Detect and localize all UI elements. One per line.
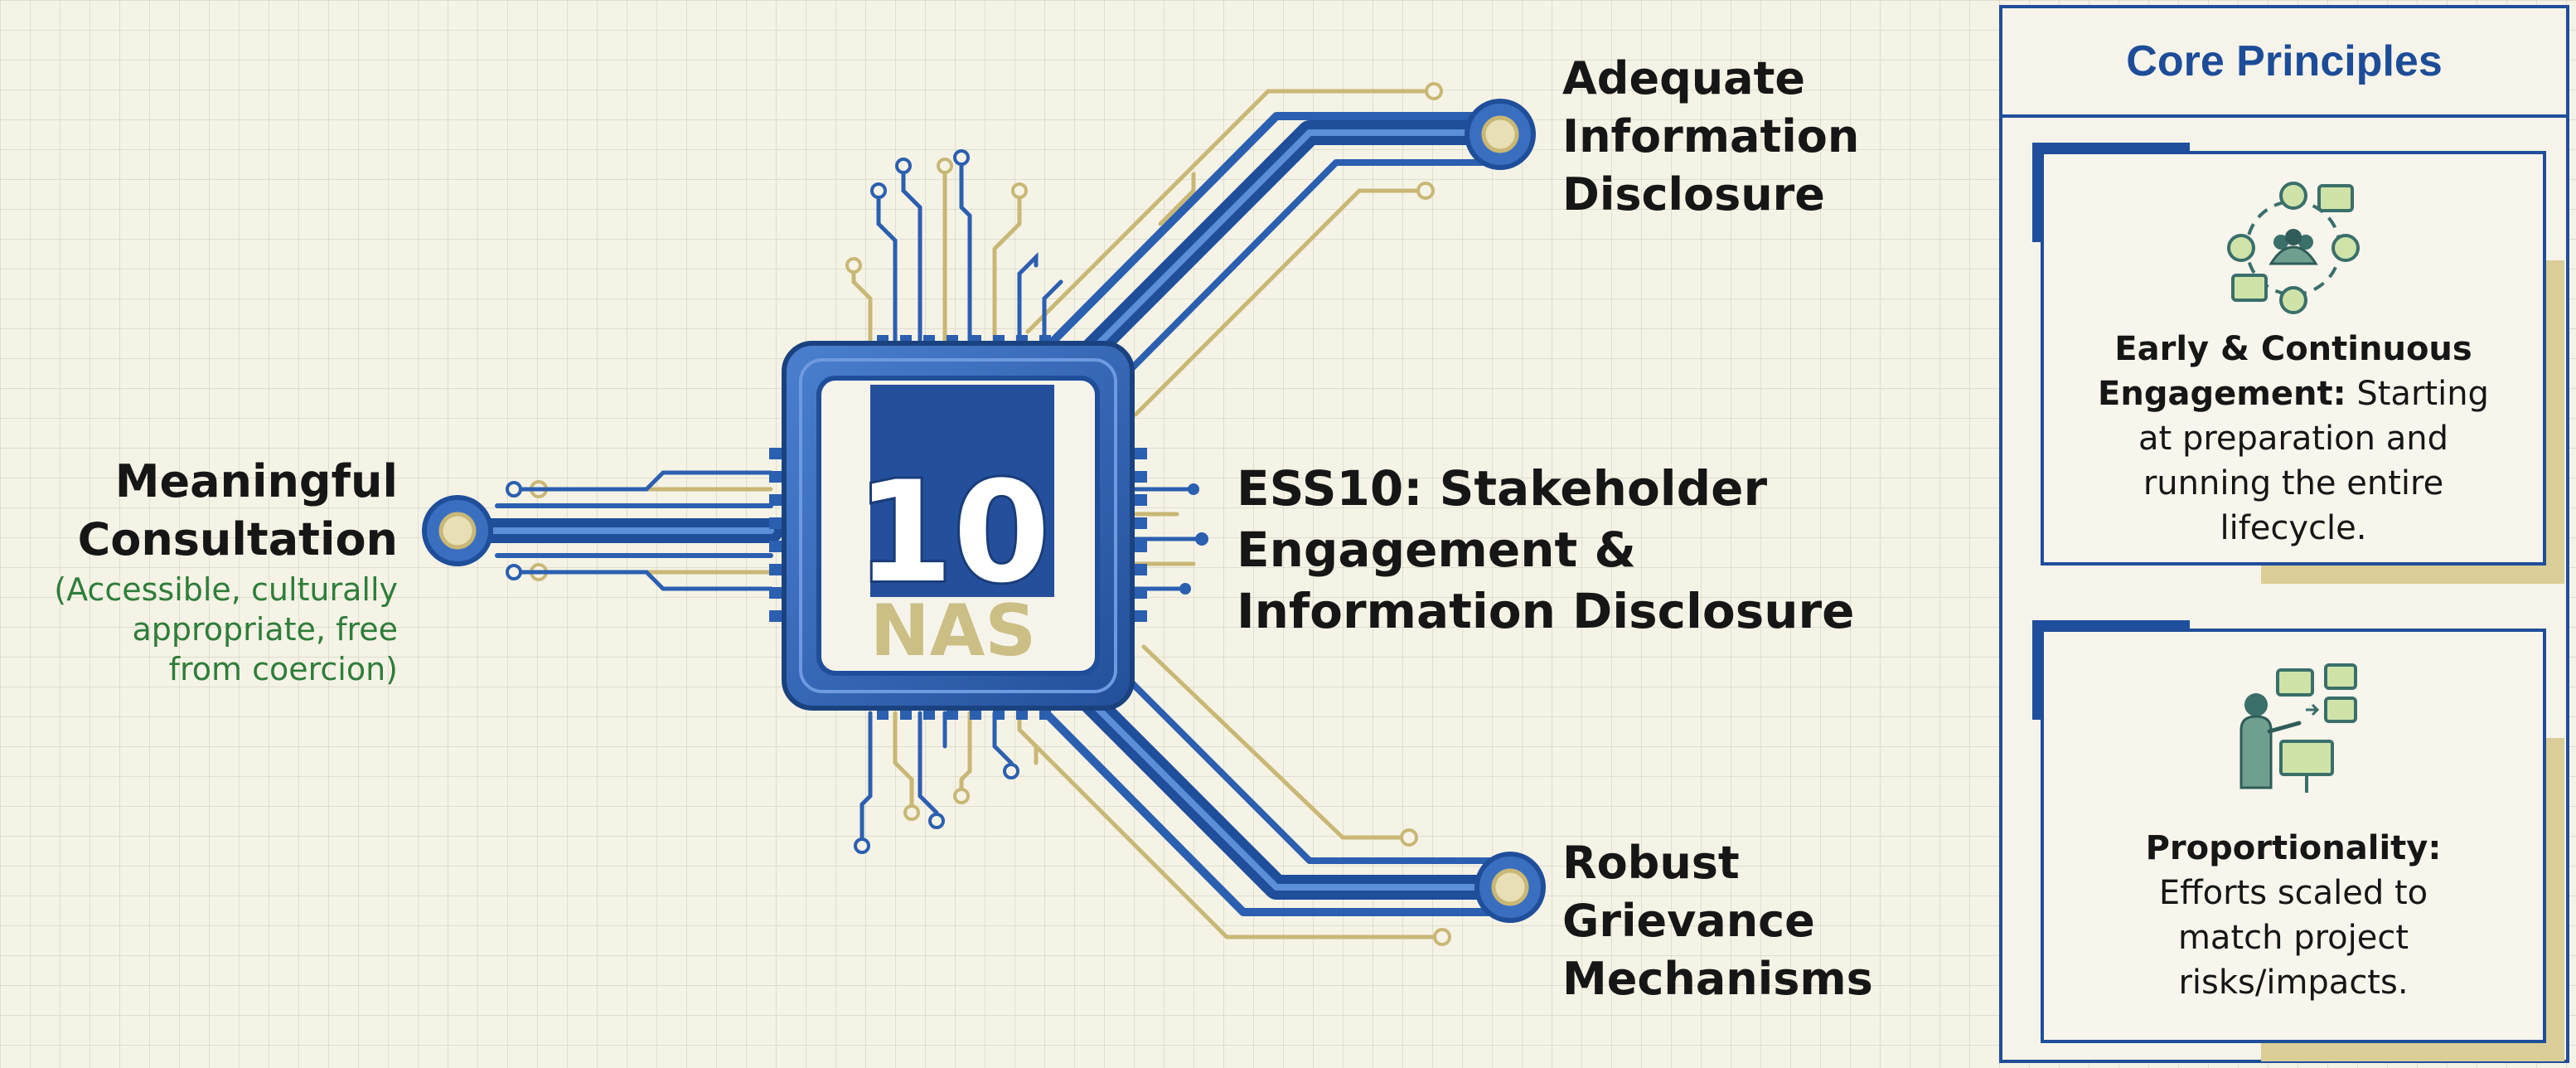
bottom-pin-traces (859, 711, 1039, 848)
card-heading-line1: Early & Continuous (2114, 330, 2472, 368)
card-heading-line2: Engagement: (2098, 375, 2346, 413)
chip-sub-text: NAS (870, 590, 1036, 672)
information-disclosure-label: Adequate Information Disclosure (1562, 50, 1910, 224)
card-desc-line2: at preparation and (2138, 420, 2448, 458)
grievance-line1: Robust (1562, 837, 1740, 889)
panel-title: Core Principles (2002, 8, 2566, 118)
card-desc-line2: match project (2177, 919, 2409, 957)
card-body: Early & Continuous Engagement: Starting … (2041, 151, 2546, 566)
center-title-line2: Engagement & (1237, 522, 1636, 578)
information-line3: Disclosure (1562, 168, 1825, 221)
information-line1: Adequate (1562, 52, 1806, 104)
center-title-line1: ESS10: Stakeholder (1237, 460, 1768, 517)
consultation-subtext-line1: (Accessible, culturally (54, 571, 398, 608)
chip-number: 10 (856, 451, 1050, 614)
grievance-line3: Mechanisms (1562, 953, 1873, 1005)
principle-card-proportionality: Proportionality: Efforts scaled to match… (2032, 620, 2564, 1061)
top-pin-ends (845, 149, 1028, 274)
bottom-pin-ends (854, 763, 1019, 854)
circuit-diagram: 10 NAS (422, 82, 1546, 946)
card-body: Proportionality: Efforts scaled to match… (2041, 629, 2546, 1043)
left-pin-traces (511, 470, 773, 591)
gold-trace-ends (530, 82, 1451, 946)
top-pin-traces (851, 155, 1063, 342)
gold-traces (536, 89, 1445, 939)
card-desc-line1: Starting (2356, 375, 2489, 413)
card-desc-line1: Efforts scaled to (2158, 874, 2428, 912)
consultation-subtext-line3: from coercion) (168, 651, 398, 687)
card-text: Early & Continuous Engagement: Starting … (2044, 327, 2543, 551)
grievance-mechanisms-label: Robust Grievance Mechanisms (1562, 834, 1944, 1008)
card-desc-line3: running the entire (2143, 464, 2444, 502)
consultation-title-line2: Consultation (77, 513, 398, 566)
card-text: Proportionality: Efforts scaled to match… (2044, 826, 2543, 1005)
terminal-node-left (422, 495, 493, 566)
consultation-title-line1: Meaningful (114, 455, 398, 507)
meaningful-consultation-label: Meaningful Consultation (Accessible, cul… (0, 453, 398, 688)
card-desc-line3: risks/impacts. (2178, 964, 2409, 1002)
consultation-subtext-line2: appropriate, free (132, 611, 398, 648)
card-heading-line1: Proportionality: (2145, 829, 2442, 867)
principle-card-engagement: Early & Continuous Engagement: Starting … (2032, 143, 2564, 584)
core-principles-panel: Core Principles Early & Continuous Engag… (1999, 5, 2569, 1063)
terminal-node-bottom-right (1474, 852, 1546, 923)
chip-body (782, 341, 1135, 711)
engagement-cycle-icon (2227, 182, 2360, 314)
terminal-node-top-right (1465, 99, 1536, 170)
presenter-board-icon (2239, 663, 2357, 793)
information-line2: Information (1562, 110, 1860, 163)
main-trace-bus (452, 112, 1521, 916)
right-pin-ends (1179, 483, 1208, 595)
center-title-line3: Information Disclosure (1237, 583, 1855, 639)
grievance-line2: Grievance (1562, 895, 1815, 947)
ess10-title-label: ESS10: Stakeholder Engagement & Informat… (1237, 458, 1949, 642)
card-desc-line4: lifecycle. (2220, 509, 2367, 547)
